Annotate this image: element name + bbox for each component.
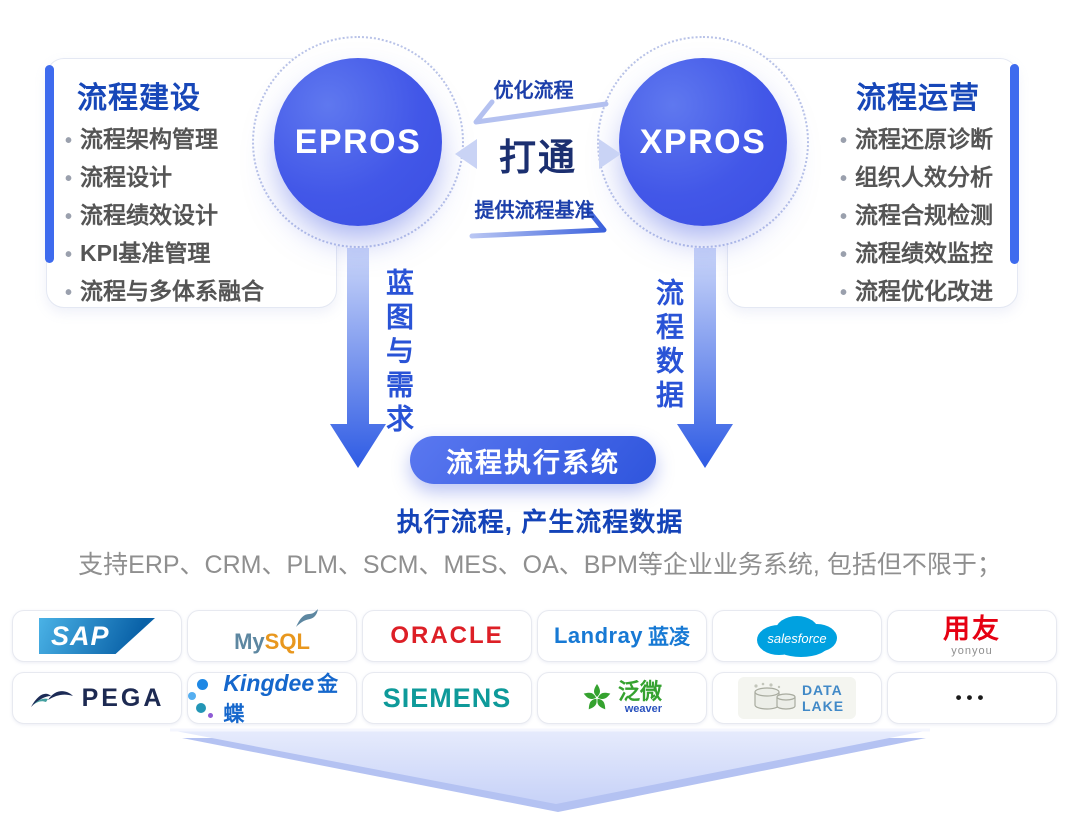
down-arrows [330, 248, 733, 468]
mysql-text-sql: SQL [264, 629, 310, 654]
epros-circle: EPROS [274, 58, 442, 226]
supported-systems-text: 支持ERP、CRM、PLM、SCM、MES、OA、BPM等企业业务系统, 包括但… [78, 551, 1002, 579]
landray-logo: Landray [553, 623, 644, 648]
logo-card-siemens: SIEMENS [362, 672, 532, 724]
datalake-text-2: LAKE [801, 698, 845, 714]
yonyou-en-text: yonyou [951, 644, 993, 657]
weaver-logo: 泛微 weaver [582, 681, 662, 715]
execution-system-pill: 流程执行系统 [410, 436, 656, 484]
mysql-text-my: My [234, 629, 265, 654]
logo-card-more: ••• [887, 672, 1057, 724]
bottom-chevron-shape [170, 728, 930, 812]
triangle-left-icon [455, 139, 477, 169]
list-item: 流程绩效监控 [840, 235, 1017, 273]
down-arrow-left-label: 蓝图与需求 [383, 268, 414, 438]
salesforce-text: salesforce [767, 631, 826, 646]
kingdee-dots-icon [188, 677, 213, 719]
triangle-right-icon [599, 139, 621, 169]
connector-center: 打通 [455, 128, 621, 180]
logo-card-salesforce: salesforce [712, 610, 882, 662]
salesforce-cloud-logo: salesforce [757, 616, 837, 657]
siemens-logo: SIEMENS [382, 682, 512, 713]
list-item: 流程还原诊断 [840, 121, 1017, 159]
arrow-optimize-left-icon [473, 99, 609, 125]
kingdee-cn-text: 金蝶 [223, 673, 339, 726]
list-item: 流程合规检测 [840, 197, 1017, 235]
list-item: 流程优化改进 [840, 273, 1017, 311]
execution-headline: 执行流程, 产生流程数据 [396, 507, 684, 537]
logo-card-yonyou: 用友 yonyou [887, 610, 1057, 662]
arrow-provide-right-icon [469, 207, 607, 239]
database-cylinders-icon [754, 682, 796, 710]
list-item: 流程与多体系融合 [65, 273, 336, 311]
panel-list-right: 流程还原诊断 组织人效分析 流程合规检测 流程绩效监控 流程优化改进 [728, 121, 1017, 311]
dolphin-icon [295, 609, 318, 627]
pega-text: PEGA [81, 683, 165, 712]
logo-card-weaver: 泛微 weaver [537, 672, 707, 724]
xpros-circle: XPROS [619, 58, 787, 226]
list-item: 组织人效分析 [840, 159, 1017, 197]
epros-label: EPROS [294, 122, 422, 161]
weaver-pinwheel-icon [583, 684, 611, 710]
yonyou-logo: 用友 yonyou [943, 613, 1001, 657]
logo-card-oracle: ORACLE [362, 610, 532, 662]
xpros-label: XPROS [639, 122, 767, 161]
sap-logo-text: SAP [51, 620, 110, 651]
down-arrow-left-icon [330, 248, 386, 468]
ellipsis-icon: ••• [955, 688, 989, 707]
connector-arrows [469, 99, 609, 239]
datalake-text-1: DATA [801, 681, 843, 698]
logo-card-sap: SAP [12, 610, 182, 662]
connector-top-label: 优化流程 [493, 80, 574, 102]
connector-center-label: 打通 [499, 137, 577, 178]
down-arrow-right-icon [677, 248, 733, 468]
logo-card-pega: PEGA [12, 672, 182, 724]
panel-list-left: 流程架构管理 流程设计 流程绩效设计 KPI基准管理 流程与多体系融合 [47, 121, 336, 311]
logo-card-datalake: DATA LAKE [712, 672, 882, 724]
pega-logo: PEGA [30, 684, 165, 713]
yonyou-cn-text: 用友 [943, 613, 1001, 644]
weaver-en-text: weaver [624, 703, 662, 715]
list-item: 流程架构管理 [65, 121, 336, 159]
sap-logo: SAP [39, 618, 155, 654]
weaver-cn-text: 泛微 [617, 679, 662, 704]
list-item: 流程绩效设计 [65, 197, 336, 235]
execution-system-label: 流程执行系统 [446, 447, 620, 478]
panel-title-right: 流程运营 [856, 82, 980, 115]
list-item: 流程设计 [65, 159, 336, 197]
list-item: KPI基准管理 [65, 235, 336, 273]
landray-cn-text: 蓝凌 [648, 626, 691, 649]
oracle-logo: ORACLE [390, 622, 504, 649]
panel-title-left: 流程建设 [77, 82, 201, 115]
datalake-logo: DATA LAKE [737, 676, 857, 720]
pega-bird-icon [30, 691, 73, 707]
kingdee-text: Kingdee [223, 670, 315, 696]
logo-card-landray: Landray 蓝凌 [537, 610, 707, 662]
down-arrow-right-label: 流程数据 [653, 278, 684, 414]
panel-accent-bar-left [45, 65, 54, 263]
connector-bottom-label: 提供流程基准 [474, 200, 595, 222]
panel-accent-bar-right [1010, 64, 1019, 264]
